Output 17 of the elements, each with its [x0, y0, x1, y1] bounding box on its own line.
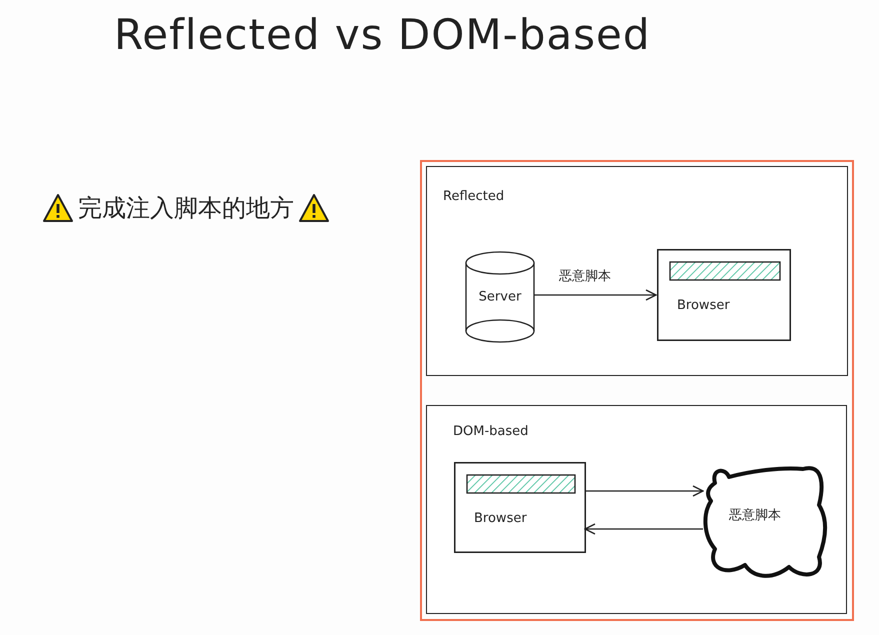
diagram-panel: [426, 405, 847, 614]
diagram-panel: [426, 166, 848, 376]
browser-window: [454, 462, 586, 553]
panel-title: DOM-based: [453, 424, 528, 439]
slide-title: Reflected vs DOM-based: [114, 10, 650, 59]
arrow: [585, 485, 704, 497]
panel-title: Reflected: [443, 189, 504, 204]
browser-window: [657, 249, 791, 341]
database-cylinder: [465, 251, 535, 343]
note-text: 完成注入脚本的地方: [78, 193, 294, 224]
node-label: 恶意脚本: [729, 507, 781, 524]
arrow: [584, 523, 703, 535]
edge-label: 恶意脚本: [557, 267, 613, 285]
node-label: Browser: [474, 510, 527, 526]
node-label: Browser: [677, 298, 730, 313]
arrow: [534, 289, 657, 301]
node-label: Server: [478, 290, 522, 304]
